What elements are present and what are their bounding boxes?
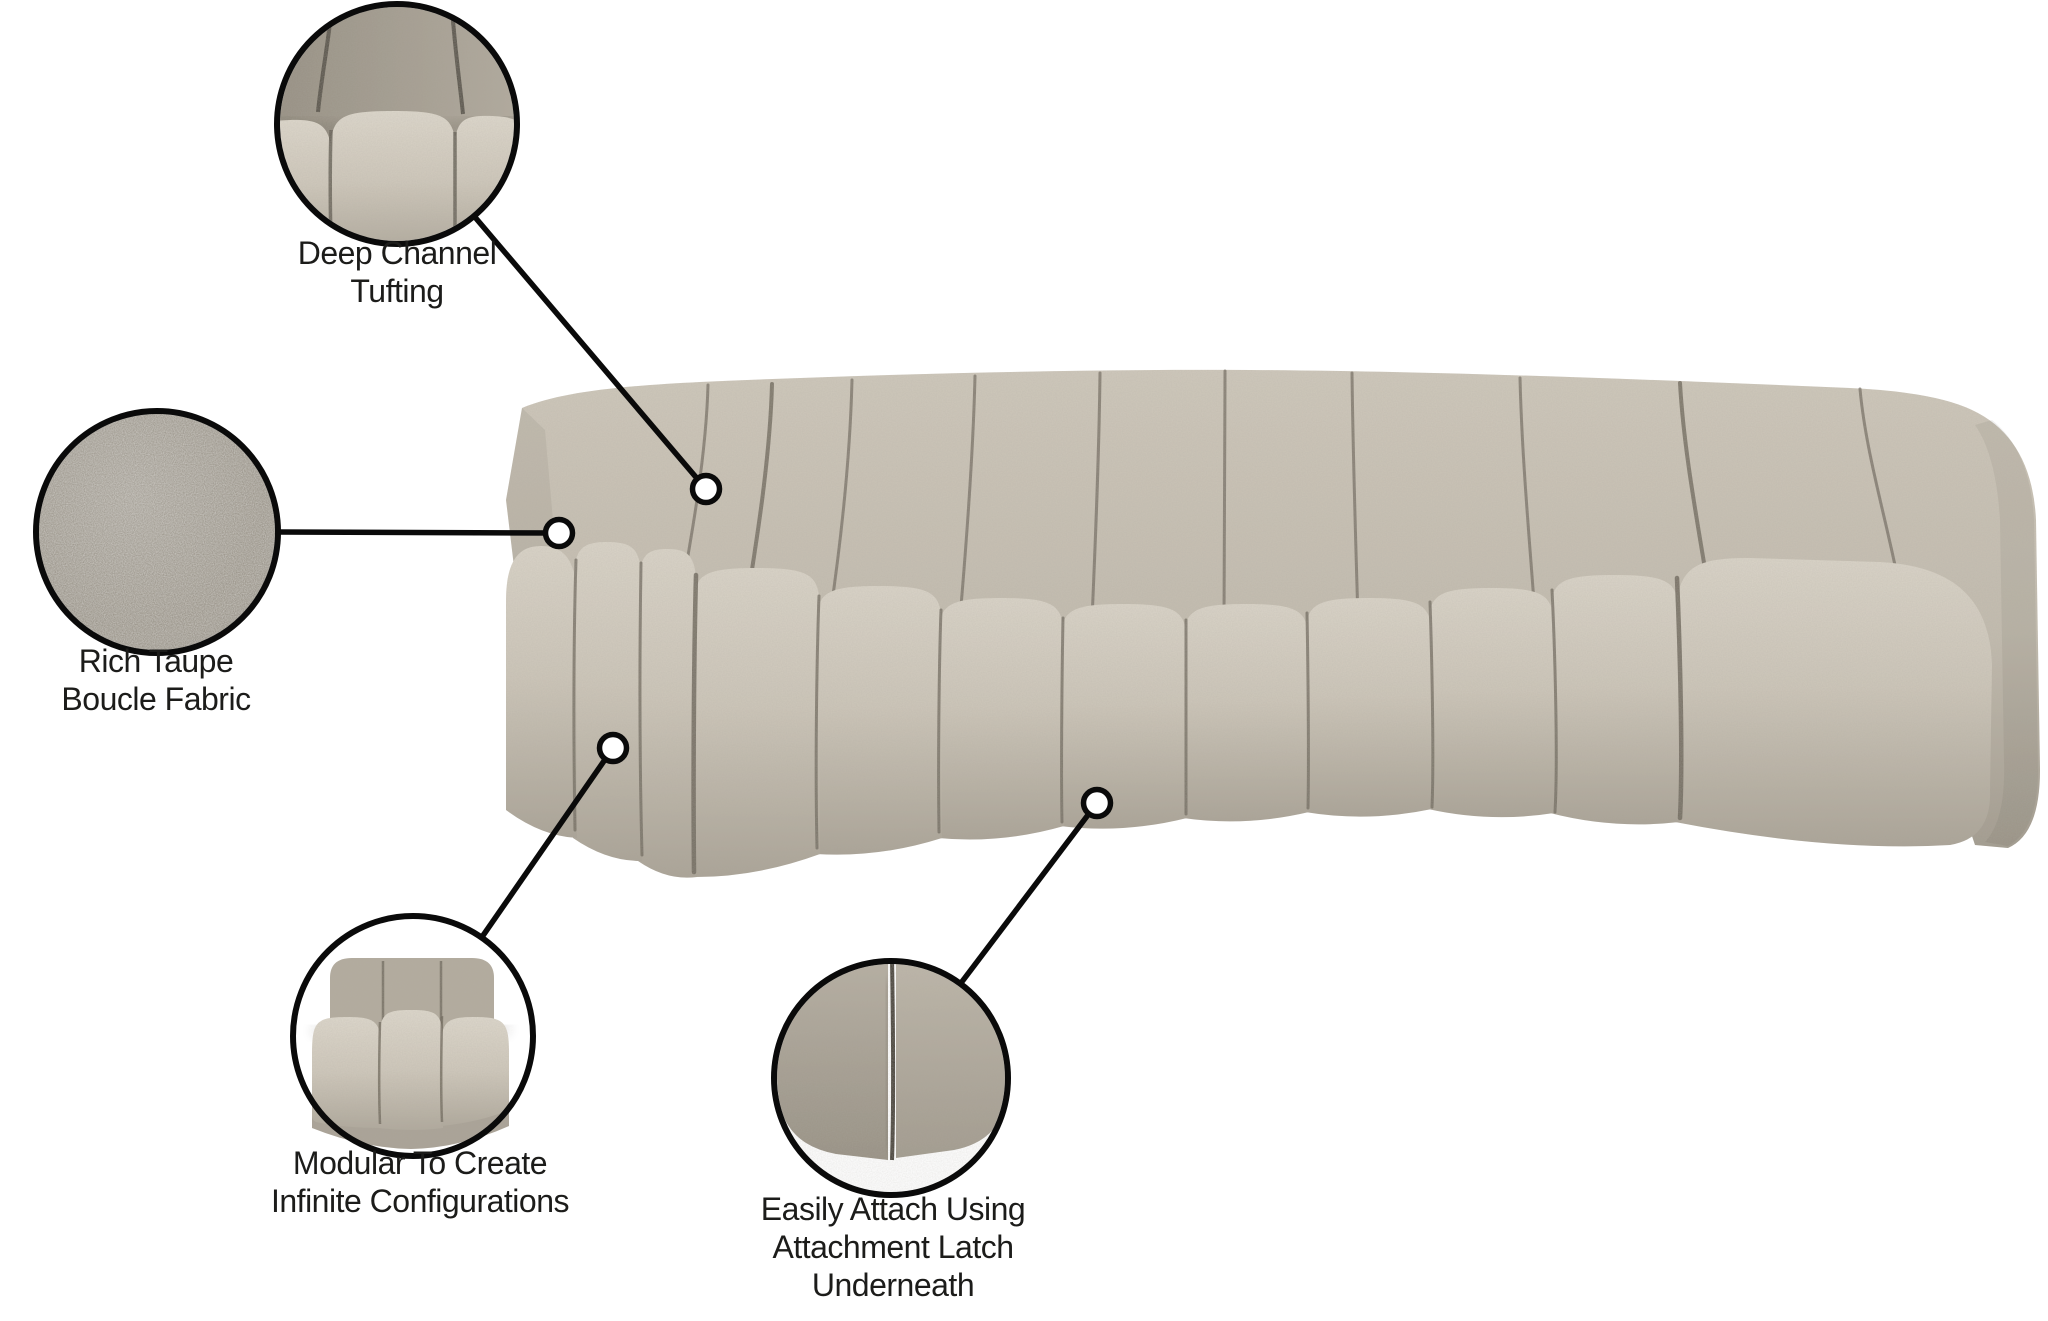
modular-label-line1: Modular To Create	[292, 1145, 548, 1181]
fabric-label: Rich Taupe Boucle Fabric	[61, 642, 251, 718]
fabric-swatch-ring	[33, 408, 281, 656]
callout-line-tufting	[471, 214, 709, 491]
callout-lines	[277, 214, 1100, 985]
seat-channel-seams	[572, 558, 1684, 875]
attach-label-line3: Underneath	[811, 1267, 975, 1303]
modular-label: Modular To Create Infinite Configuration…	[270, 1144, 570, 1220]
callout-line-fabric	[277, 529, 560, 536]
attach-label-line1: Easily Attach Using	[760, 1191, 1026, 1227]
attach-label: Easily Attach Using Attachment Latch Und…	[760, 1190, 1026, 1304]
callout-line-modular	[479, 746, 616, 939]
sofa-photo	[506, 369, 2040, 878]
fabric-label-line1: Rich Taupe	[78, 643, 234, 679]
callout-anchor-dots	[542, 472, 1114, 820]
anchor-dot-fabric	[542, 516, 576, 550]
sofa-right-side-shade	[1975, 420, 2038, 846]
fabric-label-line2: Boucle Fabric	[61, 681, 251, 717]
tufting-label: Deep Channel Tufting	[298, 234, 497, 310]
anchor-dot-modular	[596, 731, 630, 765]
modular-chair-inset	[312, 958, 509, 1149]
tufting-detail-ring	[274, 1, 520, 247]
fabric-swatch-inset	[39, 414, 275, 650]
tufting-label-line1: Deep Channel	[297, 235, 497, 271]
tufting-detail-inset	[280, 7, 514, 241]
sofa-seat-cushions	[506, 542, 1992, 878]
modular-chair-ring	[290, 913, 536, 1159]
anchor-dot-attach	[1080, 786, 1114, 820]
attach-label-line2: Attachment Latch	[772, 1229, 1014, 1265]
callout-line-attach	[958, 801, 1100, 985]
tufting-label-line2: Tufting	[350, 273, 444, 309]
modular-label-line2: Infinite Configurations	[270, 1183, 570, 1219]
anchor-dot-tufting	[689, 472, 723, 506]
attachment-detail-ring	[771, 958, 1011, 1198]
